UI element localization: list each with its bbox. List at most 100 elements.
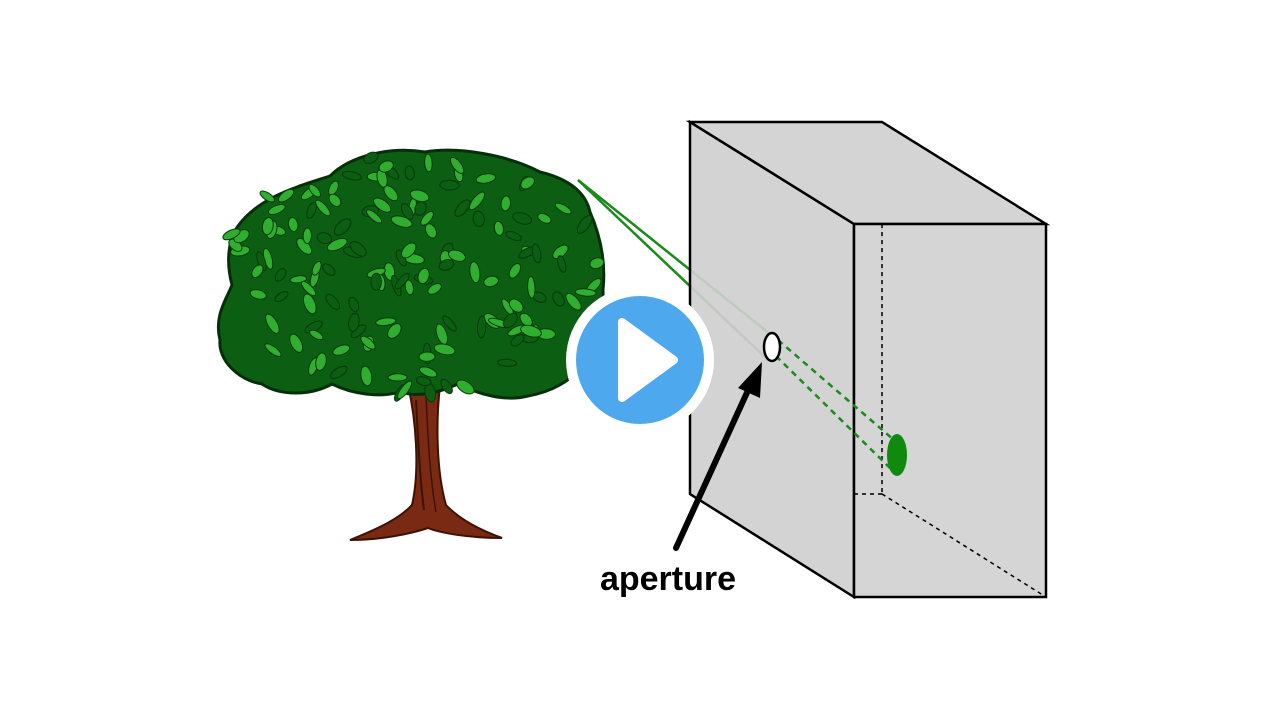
leaf <box>383 185 399 202</box>
leaf <box>427 283 442 295</box>
leaf <box>574 288 597 297</box>
leaf <box>438 258 455 271</box>
leaf <box>256 251 267 272</box>
leaf <box>420 211 434 226</box>
canopy-leaves <box>222 151 605 403</box>
leaf <box>365 209 383 224</box>
leaf <box>508 298 524 313</box>
leaf <box>274 268 287 282</box>
leaf <box>520 324 542 338</box>
play-icon <box>618 318 678 402</box>
leaf <box>287 216 299 233</box>
leaf <box>476 315 487 339</box>
play-button[interactable] <box>566 286 714 434</box>
projected-image-spot <box>887 434 907 476</box>
leaf <box>512 212 533 225</box>
arrow-shaft <box>673 383 753 551</box>
leaf <box>370 272 382 291</box>
leaf <box>404 165 415 181</box>
leaf <box>306 201 317 219</box>
leaf <box>565 292 582 311</box>
leaf <box>329 365 348 379</box>
leaf <box>360 335 376 350</box>
leaf <box>397 380 413 400</box>
leaf <box>468 191 486 211</box>
leaf <box>472 210 485 227</box>
leaf <box>265 313 280 334</box>
leaf <box>302 293 317 315</box>
hidden-edge <box>881 493 1047 598</box>
leaf <box>308 183 321 198</box>
leaf <box>409 189 430 203</box>
leaf <box>274 291 289 303</box>
leaf <box>442 315 457 332</box>
leaf <box>261 216 274 236</box>
trunk-grain <box>425 394 437 513</box>
tree-canopy <box>217 148 606 403</box>
leaf <box>554 202 572 215</box>
leaf <box>401 242 417 259</box>
leaf <box>508 263 522 279</box>
leaf <box>505 230 522 242</box>
leaf <box>475 173 497 184</box>
leaf <box>415 376 432 387</box>
light-ray-inside-top <box>777 339 895 441</box>
leaf <box>333 218 352 236</box>
leaf <box>557 255 567 273</box>
arrow-head <box>738 362 762 398</box>
leaf <box>394 272 410 290</box>
leaf <box>322 263 336 276</box>
leaf <box>390 215 413 228</box>
leaf <box>315 199 331 217</box>
leaf <box>302 227 313 245</box>
leaf <box>328 193 342 207</box>
leaf <box>531 243 542 264</box>
leaf <box>552 244 569 260</box>
aperture-label: aperture <box>600 560 736 598</box>
box-right-face <box>852 222 1048 599</box>
leaf <box>537 213 552 224</box>
leaf <box>326 237 348 252</box>
leaf <box>348 312 360 332</box>
leaf <box>349 241 367 257</box>
leaf <box>222 228 241 241</box>
leaf <box>315 352 327 371</box>
leaf <box>325 293 341 310</box>
leaf <box>439 179 460 191</box>
leaf <box>264 343 282 357</box>
leaf <box>424 153 433 173</box>
leaf <box>483 275 499 288</box>
leaf <box>552 291 565 307</box>
leaf <box>418 351 436 362</box>
leaf <box>332 344 351 356</box>
leaf <box>456 379 475 395</box>
leaf <box>417 267 430 285</box>
leaf <box>449 156 465 174</box>
leaf <box>375 317 397 327</box>
leaf <box>469 261 481 284</box>
aperture-arrow <box>673 362 762 551</box>
leaf <box>527 276 536 299</box>
leaf <box>300 280 317 297</box>
aperture-hole <box>762 331 782 363</box>
leaf <box>510 334 525 347</box>
leaf <box>589 257 605 270</box>
leaf <box>493 220 505 236</box>
leaf <box>400 203 414 220</box>
pinhole-camera-box <box>685 119 1051 600</box>
leaf <box>502 312 518 329</box>
leaf <box>249 289 267 300</box>
leaf <box>520 176 535 190</box>
leaf <box>454 199 471 217</box>
leaf <box>363 151 379 164</box>
leaf <box>259 190 276 203</box>
leaf <box>341 170 362 181</box>
leaf <box>576 214 593 234</box>
leaf <box>448 249 466 262</box>
leaf <box>387 373 408 382</box>
leaf <box>348 296 360 313</box>
leaf <box>419 366 438 378</box>
leaf <box>497 358 518 367</box>
leaf <box>267 203 286 216</box>
